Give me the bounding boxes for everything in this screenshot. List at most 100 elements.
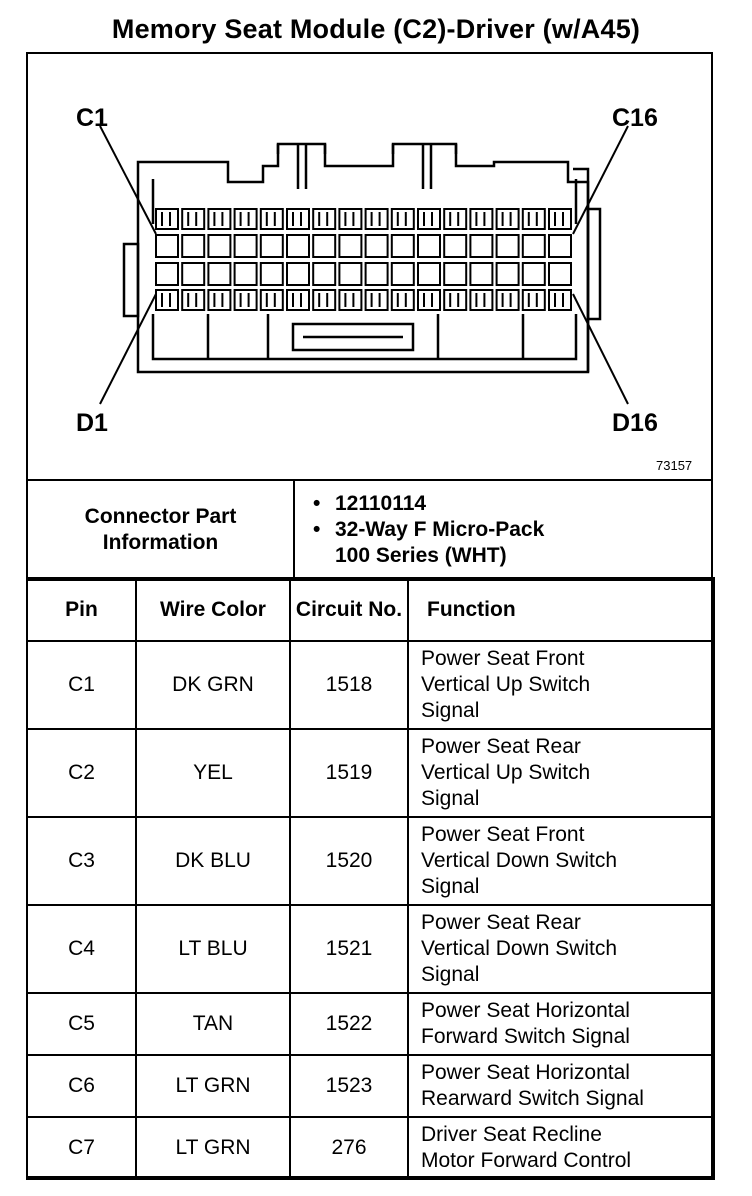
pin-cavity <box>417 262 441 286</box>
pin-cavity <box>443 234 468 258</box>
pin-cavity <box>469 208 494 230</box>
pin-cell: C3 <box>26 816 137 906</box>
pinout-header-row: Pin Wire Color Circuit No. Function <box>26 577 715 642</box>
function-line: Power Seat Rear <box>421 911 581 934</box>
pin-cavity <box>521 208 546 230</box>
pin-cell: C1 <box>26 640 137 730</box>
pin-cavity <box>548 234 572 258</box>
pin-cavity <box>521 234 546 258</box>
pin-cavity <box>312 208 337 230</box>
wire-color-cell: LT GRN <box>135 1116 291 1180</box>
pin-cavity <box>155 262 179 286</box>
pin-cavity <box>259 262 284 286</box>
pin-cavity <box>207 289 232 311</box>
connector-drawing <box>99 125 629 405</box>
pin-cavity <box>364 208 389 230</box>
figure-number: 73157 <box>656 458 693 473</box>
connector-diagram: C1 C16 D1 D16 73157 <box>28 54 711 480</box>
pin-cavity <box>207 234 232 258</box>
wire-color-cell: LT BLU <box>135 904 291 994</box>
pin-cavity <box>417 208 441 230</box>
pin-cavity <box>521 262 546 286</box>
pin-cavity <box>312 234 337 258</box>
header-pin: Pin <box>26 577 137 642</box>
connector-description-line2: 100 Series (WHT) <box>335 544 507 567</box>
pin-cavity <box>207 208 232 230</box>
connector-info-values: 12110114 32-Way F Micro-Pack 100 Series … <box>293 479 713 581</box>
pin-cavity <box>417 289 441 311</box>
pin-cavity <box>259 289 284 311</box>
function-line: Signal <box>421 699 480 722</box>
pin-cavity <box>338 262 363 286</box>
header-wire-color: Wire Color <box>135 577 291 642</box>
function-line: Power Seat Horizontal <box>421 999 630 1022</box>
pin-cavity <box>443 289 468 311</box>
circuit-cell: 1520 <box>289 816 409 906</box>
pin-cavity <box>469 262 494 286</box>
header-circuit: Circuit No. <box>289 577 409 642</box>
pin-cavity <box>286 289 310 311</box>
connector-info-label: Connector Part Information <box>26 479 295 581</box>
pin-cavity <box>155 208 179 230</box>
function-line: Driver Seat Recline <box>421 1123 602 1146</box>
circuit-cell: 1523 <box>289 1054 409 1118</box>
pin-cavity <box>259 234 284 258</box>
pin-cell: C2 <box>26 728 137 818</box>
circuit-cell: 1519 <box>289 728 409 818</box>
circuit-cell: 1522 <box>289 992 409 1056</box>
pin-cavity <box>364 234 389 258</box>
pin-cavity <box>338 289 363 311</box>
pin-cavity <box>390 289 415 311</box>
wire-color-cell: TAN <box>135 992 291 1056</box>
pin-cavity <box>390 262 415 286</box>
pin-cavity <box>495 208 520 230</box>
pin-cavity <box>181 289 206 311</box>
leader-d1 <box>99 293 157 405</box>
function-line: Signal <box>421 963 480 986</box>
pin-cell: C7 <box>26 1116 137 1180</box>
connector-info-table: Connector Part Information 12110114 32-W… <box>26 479 713 581</box>
function-line: Power Seat Front <box>421 647 585 670</box>
pin-cavity <box>155 234 179 258</box>
pin-cell: C6 <box>26 1054 137 1118</box>
wire-color-cell: YEL <box>135 728 291 818</box>
pin-cavity <box>233 262 258 286</box>
pin-cavity <box>181 208 206 230</box>
pin-cavity <box>364 262 389 286</box>
function-line: Forward Switch Signal <box>421 1025 630 1048</box>
function-line: Vertical Up Switch <box>421 761 591 784</box>
pin-cavity <box>548 208 572 230</box>
pin-cavity <box>155 289 179 311</box>
function-line: Vertical Up Switch <box>421 673 591 696</box>
pin-cell: C5 <box>26 992 137 1056</box>
leader-d16 <box>572 293 629 405</box>
pin-cavity <box>443 262 468 286</box>
part-number: 12110114 <box>313 491 710 517</box>
function-line: Rearward Switch Signal <box>421 1087 644 1110</box>
pin-cavity <box>390 234 415 258</box>
label-d1: D1 <box>76 409 108 437</box>
pin-cavity <box>233 289 258 311</box>
wire-color-cell: LT GRN <box>135 1054 291 1118</box>
pin-cavity <box>286 208 310 230</box>
pin-cavity <box>495 234 520 258</box>
pin-cavity <box>469 289 494 311</box>
connector-description-line1: 32-Way F Micro-Pack <box>313 517 710 543</box>
function-line: Vertical Down Switch <box>421 937 618 960</box>
pin-cavity <box>495 289 520 311</box>
pin-cavity <box>286 262 310 286</box>
function-line: Vertical Down Switch <box>421 849 618 872</box>
pin-cavity <box>495 262 520 286</box>
circuit-cell: 1521 <box>289 904 409 994</box>
